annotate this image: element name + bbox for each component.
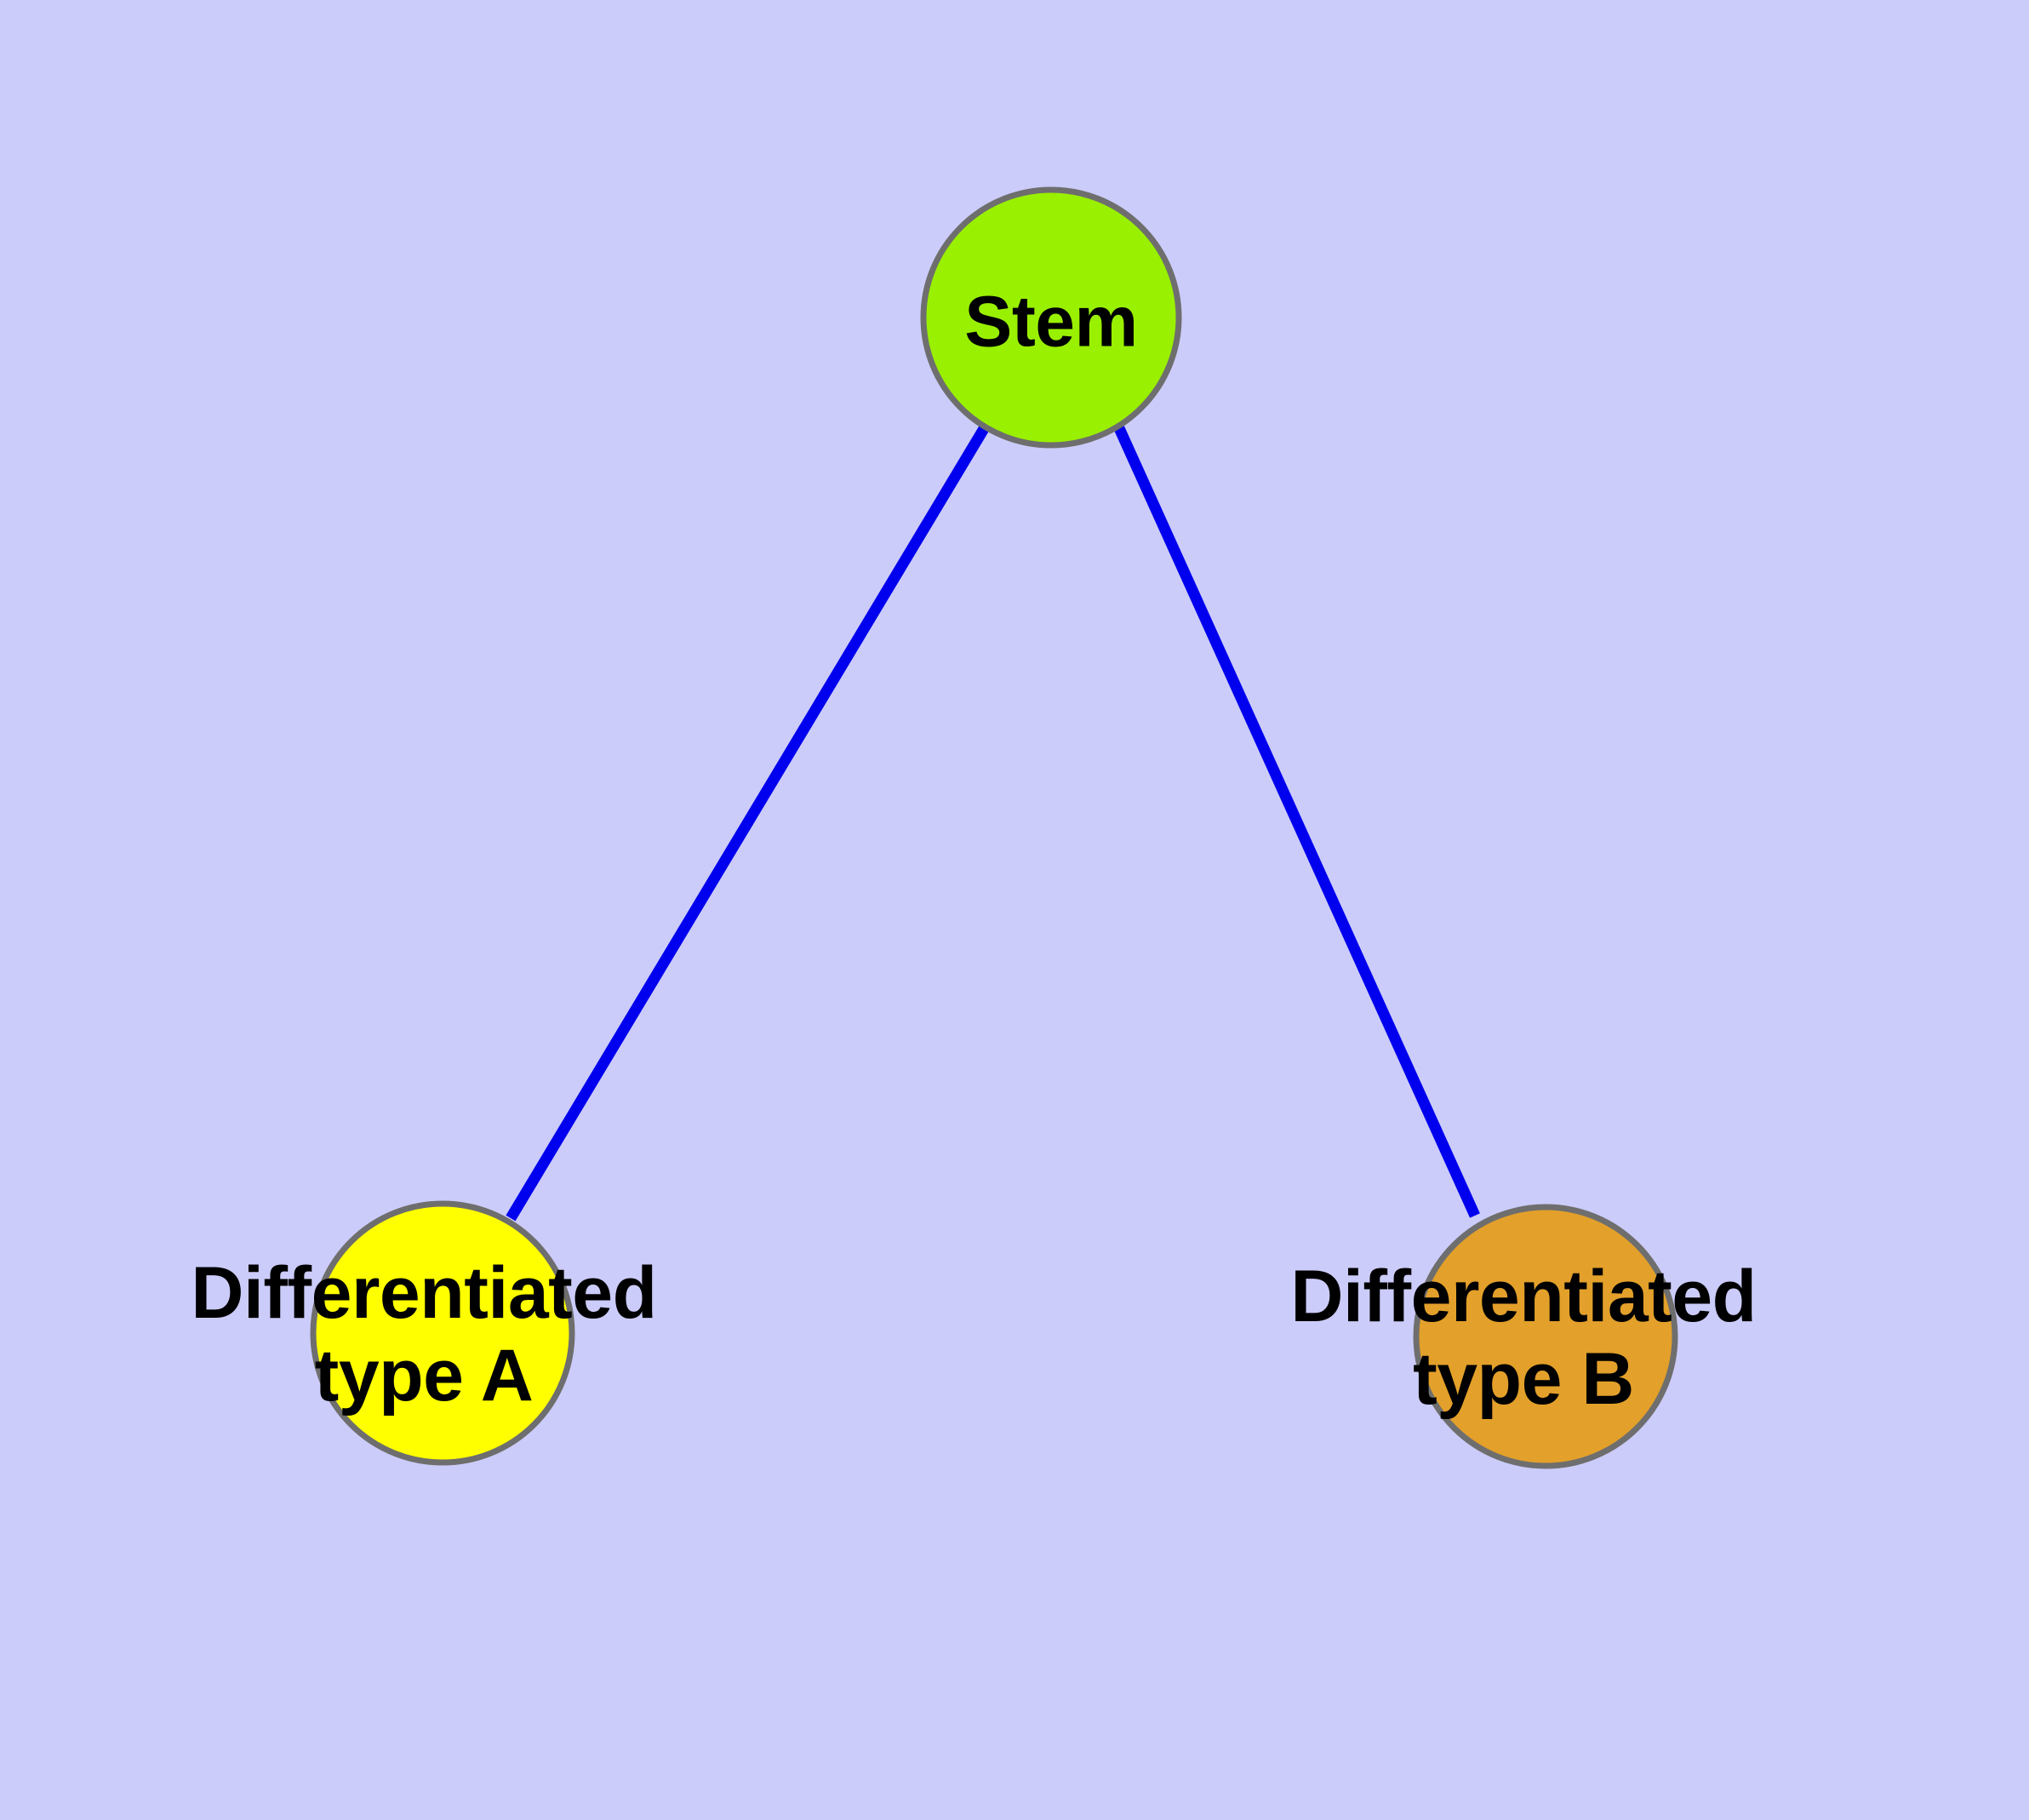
graph-node-stem[interactable]	[920, 186, 1182, 449]
nodes-layer	[310, 186, 1678, 1469]
graph-node-diff_a[interactable]	[310, 1200, 575, 1466]
graph-node-diff_b[interactable]	[1413, 1204, 1678, 1469]
graph-edge-stem-diff_a[interactable]	[506, 424, 990, 1222]
edges-layer	[506, 424, 1480, 1222]
graph-edge-stem-diff_b[interactable]	[1114, 426, 1480, 1218]
